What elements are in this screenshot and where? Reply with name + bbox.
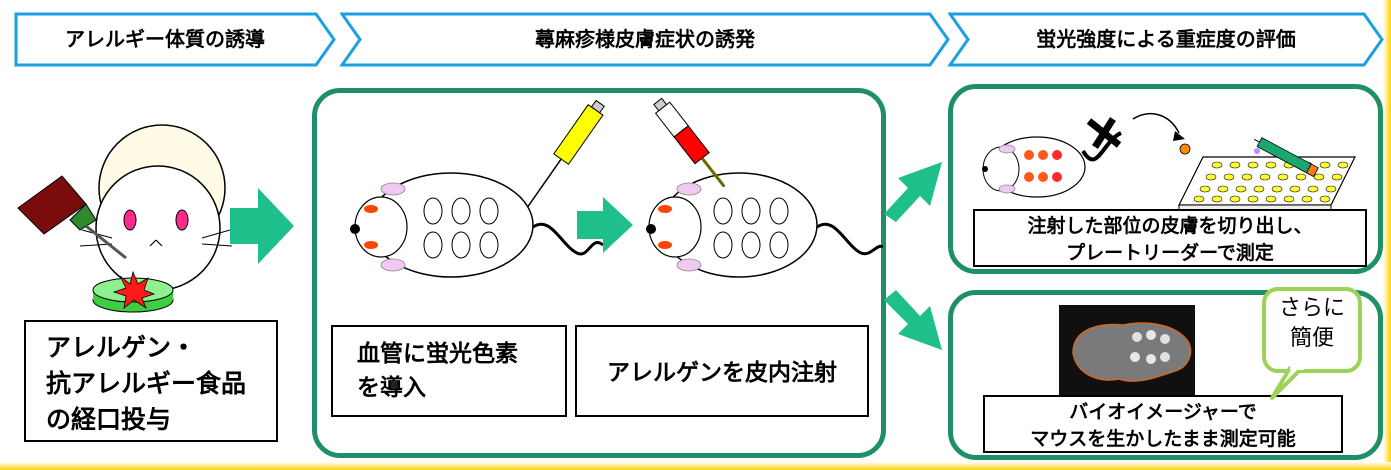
caption-line: 注射した部位の皮膚を切り出し、: [1027, 215, 1313, 237]
chevron-shape: [14, 12, 336, 67]
frame-bottom: [0, 462, 1391, 470]
callout-text: さらに 簡便: [1264, 294, 1360, 354]
caption-line: バイオイメージャーで: [1069, 401, 1257, 423]
chevron-shape: [340, 12, 950, 67]
arrow-right-icon: [230, 188, 294, 264]
caption-line: マウスを生かしたまま測定可能: [1030, 428, 1296, 450]
step-3-method-2: バイオイメージャーで マウスを生かしたまま測定可能: [983, 395, 1343, 453]
caption-text: アレルゲンを皮内注射: [607, 360, 837, 386]
step-2-panel: 血管に蛍光色素 を導入 アレルゲンを皮内注射: [312, 88, 886, 458]
step-2-caption-right: アレルゲンを皮内注射: [575, 325, 869, 417]
step-3-panel-top: 注射した部位の皮膚を切り出し、 プレートリーダーで測定: [948, 84, 1383, 274]
callout-bubble: [1262, 287, 1362, 400]
callout-line: 簡便: [1289, 326, 1334, 351]
caption-line: プレートリーダーで測定: [1066, 242, 1274, 264]
step-2-caption-left: 血管に蛍光色素 を導入: [331, 325, 567, 417]
mouse-syringe-illustration-1: [350, 99, 605, 278]
arrow-right-icon: [577, 197, 633, 253]
step-1-header: アレルギー体質の誘導: [14, 12, 336, 67]
arrow-down-right-icon: [884, 290, 942, 350]
step-2-title: 蕁麻疹様皮膚症状の誘発: [535, 27, 755, 51]
step-1-title: アレルギー体質の誘導: [65, 27, 265, 51]
caption-line: を導入: [357, 375, 426, 401]
dish-icon: [92, 270, 174, 313]
plate-reader-illustration: [982, 113, 1356, 211]
mouse-syringe-illustration-2: [646, 97, 883, 278]
frame-edge: [1383, 0, 1391, 470]
bio-imager-photo: [1059, 305, 1195, 397]
step-2-header: 蕁麻疹様皮膚症状の誘発: [340, 12, 950, 67]
caption-line: 血管に蛍光色素: [357, 341, 518, 367]
caption-line: 抗アレルギー食品: [46, 369, 247, 398]
caption-line: アレルゲン・: [46, 333, 197, 362]
feeding-tube-icon: [17, 175, 127, 260]
step-1-caption: アレルゲン・ 抗アレルギー食品 の経口投与: [24, 320, 278, 442]
chevron-shape: [948, 12, 1384, 67]
step-3-header: 蛍光強度による重症度の評価: [948, 12, 1384, 67]
caption-line: の経口投与: [46, 405, 172, 434]
step-3-method-1: 注射した部位の皮膚を切り出し、 プレートリーダーで測定: [973, 209, 1367, 267]
callout-line: さらに: [1278, 296, 1345, 321]
step-3-title: 蛍光強度による重症度の評価: [1036, 27, 1296, 51]
arrow-up-right-icon: [884, 162, 942, 222]
